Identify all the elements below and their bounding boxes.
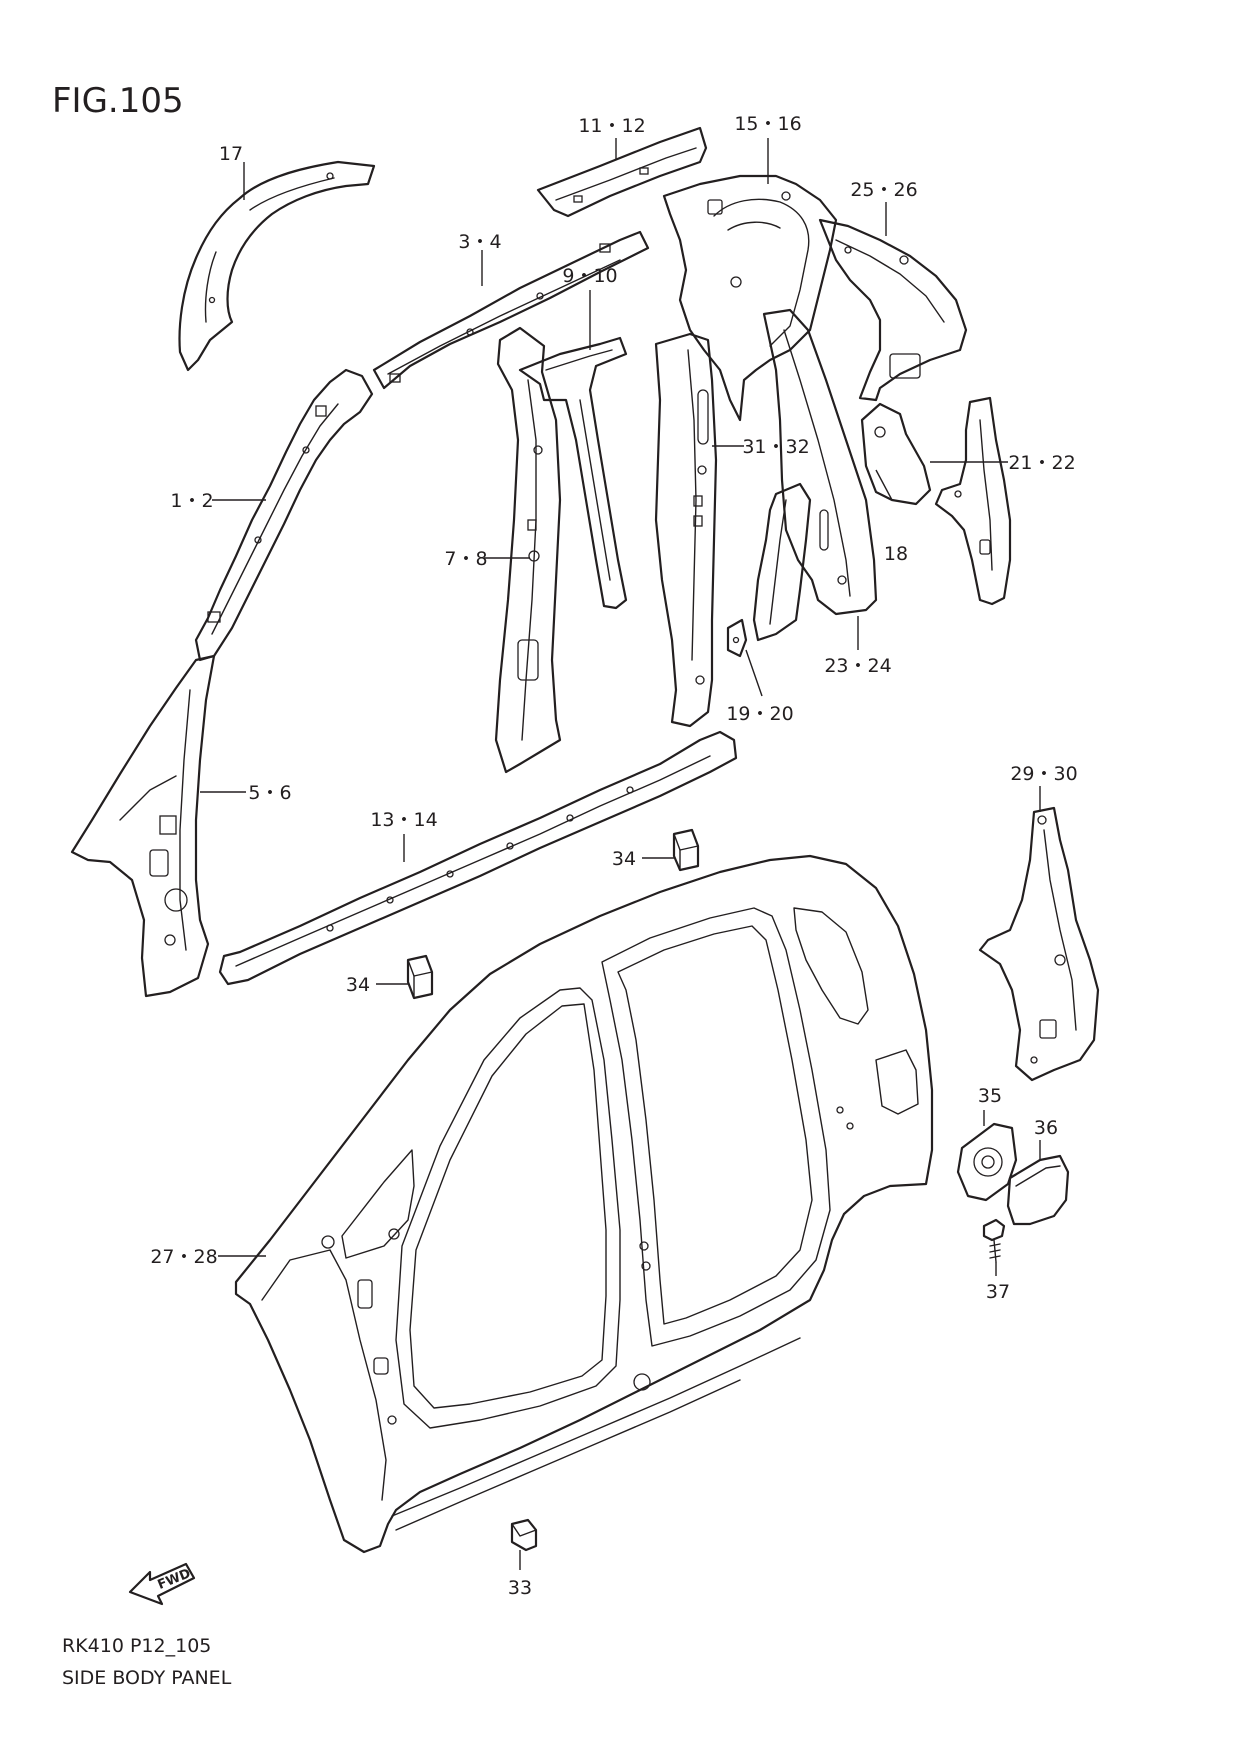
callout-19-20: 19・20 — [726, 703, 793, 725]
callout-15-16: 15・16 — [734, 113, 801, 135]
part-27-28[interactable] — [234, 854, 934, 1554]
callout-37: 37 — [986, 1281, 1010, 1303]
callout-3-4: 3・4 — [458, 231, 501, 253]
figure-title: FIG.105 — [52, 81, 184, 121]
part-35[interactable] — [956, 1122, 1018, 1202]
part-13-14[interactable] — [218, 730, 738, 986]
part-5-6[interactable] — [70, 654, 216, 998]
callout-21-22: 21・22 — [1008, 452, 1075, 474]
callout-23-24: 23・24 — [824, 655, 891, 677]
part-17[interactable] — [178, 160, 376, 372]
callout-7-8: 7・8 — [444, 548, 487, 570]
part-18[interactable] — [860, 402, 932, 506]
part-25-26[interactable] — [818, 218, 968, 402]
fwd-arrow-icon: FWD — [128, 1562, 196, 1606]
part-7-8[interactable] — [494, 326, 562, 774]
callout-25-26: 25・26 — [850, 179, 917, 201]
callout-5-6: 5・6 — [248, 782, 291, 804]
part-3-4[interactable] — [372, 230, 650, 390]
part-36[interactable] — [1006, 1154, 1070, 1226]
figure-name: SIDE BODY PANEL — [62, 1667, 232, 1689]
callout-34-lower: 34 — [346, 974, 370, 996]
part-23-24[interactable] — [762, 308, 878, 616]
part-34-lower[interactable] — [406, 954, 434, 1000]
callout-17: 17 — [219, 143, 243, 165]
part-wheelarch-front[interactable] — [752, 482, 812, 642]
figure-code: RK410 P12_105 — [62, 1635, 211, 1657]
part-31-32[interactable] — [654, 332, 718, 728]
part-9-10[interactable] — [518, 336, 628, 610]
callout-11-12: 11・12 — [578, 115, 645, 137]
callout-36: 36 — [1034, 1117, 1058, 1139]
part-37[interactable] — [982, 1218, 1006, 1263]
callout-31-32: 31・32 — [742, 436, 809, 458]
callout-18: 18 — [884, 543, 908, 565]
callout-1-2: 1・2 — [170, 490, 213, 512]
part-19-20[interactable] — [726, 618, 748, 658]
callout-13-14: 13・14 — [370, 809, 437, 831]
part-21-22[interactable] — [934, 396, 1012, 606]
callout-29-30: 29・30 — [1010, 763, 1077, 785]
callout-34-upper: 34 — [612, 848, 636, 870]
leader-lines — [200, 138, 1041, 1570]
callout-35: 35 — [978, 1085, 1002, 1107]
part-33[interactable] — [510, 1518, 538, 1552]
part-1-2[interactable] — [194, 368, 374, 662]
callout-9-10: 9・10 — [562, 265, 617, 287]
part-29-30[interactable] — [978, 806, 1100, 1082]
part-34-upper[interactable] — [672, 828, 700, 872]
part-11-12[interactable] — [536, 126, 708, 218]
callout-33: 33 — [508, 1577, 532, 1599]
part-15-16[interactable] — [662, 174, 838, 422]
callout-27-28: 27・28 — [150, 1246, 217, 1268]
